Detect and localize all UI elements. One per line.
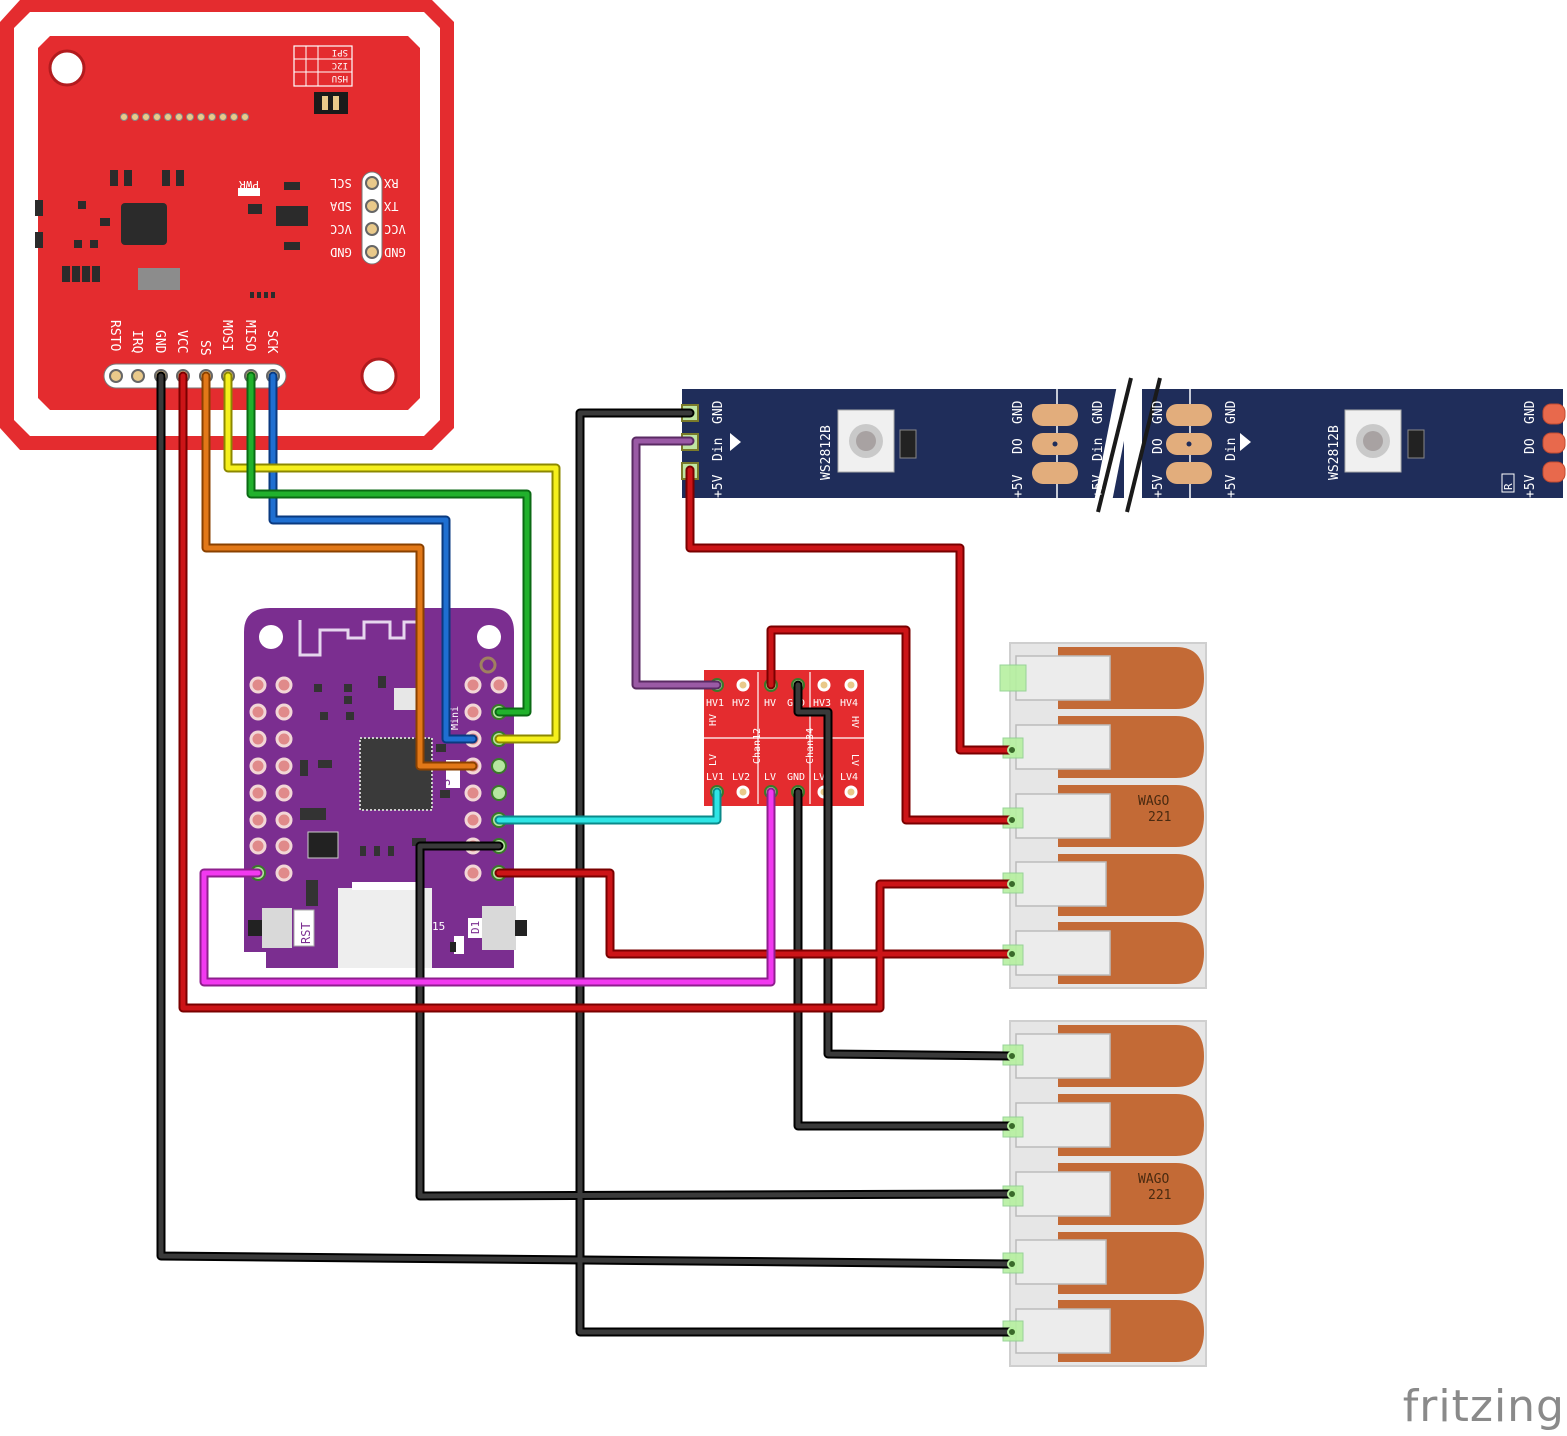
- wago-top-label1: WAGO: [1138, 794, 1169, 809]
- pad-d-din: Din: [1224, 438, 1239, 461]
- wemos-d1-mini: S Mini RST D1 15: [244, 608, 527, 968]
- pad-b-din: Din: [1091, 438, 1106, 461]
- strip-label-gnd: GND: [711, 400, 726, 424]
- wire-endpoints: [1007, 745, 1017, 1337]
- wago-connector-bottom: WAGO 221: [1002, 1020, 1207, 1367]
- pin-label-gnd: GND: [152, 330, 167, 354]
- wires: [156, 371, 1015, 1337]
- io15-label: 15: [432, 920, 445, 933]
- led-1-label: WS2812B: [819, 425, 834, 480]
- led-2-label: WS2812B: [1327, 425, 1342, 480]
- wago-bottom-label2: 221: [1148, 1188, 1171, 1203]
- pad-b-gnd: GND: [1091, 400, 1106, 424]
- shifter-side-lv-a: LV: [708, 754, 719, 766]
- shifter-lv1: LV1: [706, 772, 724, 783]
- mode-table: SPI I2C HSU: [293, 45, 353, 87]
- ws2812b-led-strip: GND Din +5V WS2812B GND DO +5V GND Din +…: [681, 377, 1566, 513]
- shifter-gnd-bottom: GND: [787, 772, 805, 783]
- shifter-hv2: HV2: [732, 698, 750, 709]
- pad-e-5v: +5V: [1523, 474, 1538, 498]
- pad-b-5v: +5V: [1091, 474, 1106, 498]
- mode-i2c: I2C: [332, 60, 348, 70]
- shifter-side-hv-b: HV: [849, 716, 860, 728]
- fritzing-watermark: fritzing: [1402, 1381, 1565, 1432]
- side-label-vcc2: VCC: [384, 222, 406, 236]
- side-label-rx: RX: [383, 176, 398, 190]
- wago-top-label2: 221: [1148, 810, 1171, 825]
- shifter-lv3: LV3: [813, 772, 831, 783]
- shifter-chan34: Chan34: [805, 728, 816, 764]
- shifter-side-lv-b: LV: [849, 754, 860, 766]
- side-label-vcc: VCC: [330, 222, 352, 236]
- side-pin-gnd: [365, 245, 379, 259]
- side-pin-scl: [365, 176, 379, 190]
- shifter-lv2: LV2: [732, 772, 750, 783]
- shifter-hv: HV: [764, 698, 776, 709]
- side-label-gnd: GND: [330, 245, 352, 259]
- reset-button[interactable]: [262, 908, 292, 948]
- pin-label-vcc: VCC: [174, 330, 189, 353]
- pad-e-gnd: GND: [1523, 400, 1538, 424]
- d1-label-s: S: [439, 779, 453, 786]
- shifter-hv3: HV3: [813, 698, 831, 709]
- pwr-label: PWR: [239, 178, 259, 191]
- mode-spi: SPI: [332, 47, 348, 57]
- strip-label-din: Din: [711, 438, 726, 461]
- shifter-chan12: Chan12: [752, 728, 763, 764]
- pin-label-irq: IRQ: [129, 330, 144, 354]
- pin-label-rsto: RSTO: [107, 320, 122, 351]
- side-pin-sda: [365, 199, 379, 213]
- pad-c-5v: +5V: [1151, 474, 1166, 498]
- side-pin-vcc: [365, 222, 379, 236]
- pad-d-gnd: GND: [1224, 400, 1239, 424]
- shifter-lv: LV: [764, 772, 776, 783]
- wago-bottom-label1: WAGO: [1138, 1172, 1169, 1187]
- mode-hsu: HSU: [332, 73, 348, 83]
- pn532-nfc-module: SPI I2C HSU PWR S: [0, 0, 454, 450]
- d1-label-d: D1: [469, 921, 482, 934]
- side-label-scl: SCL: [330, 176, 352, 190]
- rst-label: RST: [299, 922, 313, 944]
- pin-label-ss: SS: [197, 340, 212, 356]
- side-label-tx: TX: [383, 199, 398, 213]
- d1-label-mini: Mini: [450, 706, 461, 730]
- mount-hole-bottom-right: [360, 357, 398, 395]
- shifter-side-hv-a: HV: [708, 714, 719, 726]
- pn532-chip: [121, 203, 167, 245]
- pin-label-mosi: MOSI: [219, 320, 234, 351]
- pad-a-gnd: GND: [1011, 400, 1026, 424]
- pin-label-sck: SCK: [264, 330, 279, 354]
- wago-connector-top: WAGO 221: [999, 642, 1207, 989]
- side-label-sda: SDA: [329, 199, 351, 213]
- registered-mark: R: [1502, 483, 1515, 490]
- pad-c-do: DO: [1151, 438, 1166, 454]
- shifter-hv4: HV4: [840, 698, 858, 709]
- shifter-lv4: LV4: [840, 772, 858, 783]
- pad-e-do: DO: [1523, 438, 1538, 454]
- pad-c-gnd: GND: [1151, 400, 1166, 424]
- strip-label-5v: +5V: [711, 474, 726, 498]
- mount-hole-top-left: [48, 49, 86, 87]
- shifter-hv1: HV1: [706, 698, 724, 709]
- pad-a-5v: +5V: [1011, 474, 1026, 498]
- pad-a-do: DO: [1011, 438, 1026, 454]
- side-label-gnd2: GND: [384, 245, 406, 259]
- pin-label-miso: MISO: [242, 320, 257, 351]
- level-shifter: HV1 HV2 HV GND HV3 HV4 LV1 LV2 LV GND LV…: [704, 670, 864, 806]
- mode-dip-switch: [314, 92, 348, 114]
- wire-lv1-data: [494, 787, 722, 825]
- pad-d-5v: +5V: [1224, 474, 1239, 498]
